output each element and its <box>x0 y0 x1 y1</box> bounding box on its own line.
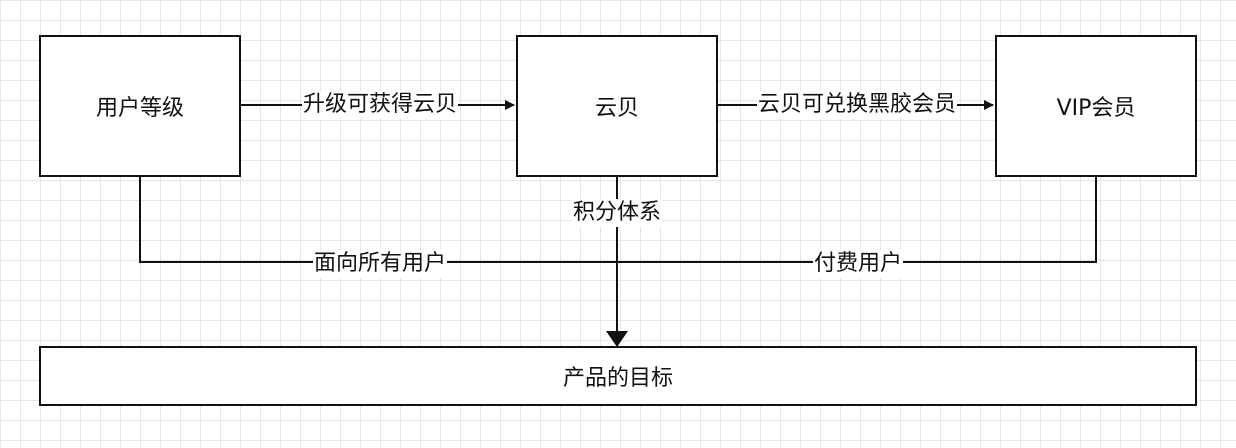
node-vip: VIP会员 <box>995 35 1197 177</box>
node-yunbei: 云贝 <box>516 35 718 177</box>
node-product-goal-label: 产品的目标 <box>562 366 673 391</box>
edge-paid-users <box>617 176 1097 263</box>
node-product-goal: 产品的目标 <box>39 346 1197 406</box>
edge-exchange-label: 云贝可兑换黑胶会员 <box>756 91 958 119</box>
node-user-level: 用户等级 <box>39 35 241 177</box>
node-vip-label: VIP会员 <box>1056 96 1136 121</box>
edge-all-users <box>139 176 617 263</box>
edge-paid-users-label: 付费用户 <box>812 250 904 278</box>
edge-points-label: 积分体系 <box>571 199 663 227</box>
edge-upgrade-label: 升级可获得云贝 <box>301 91 459 119</box>
node-user-level-label: 用户等级 <box>95 96 184 121</box>
node-yunbei-label: 云贝 <box>594 96 639 121</box>
edge-all-users-label: 面向所有用户 <box>312 250 448 278</box>
